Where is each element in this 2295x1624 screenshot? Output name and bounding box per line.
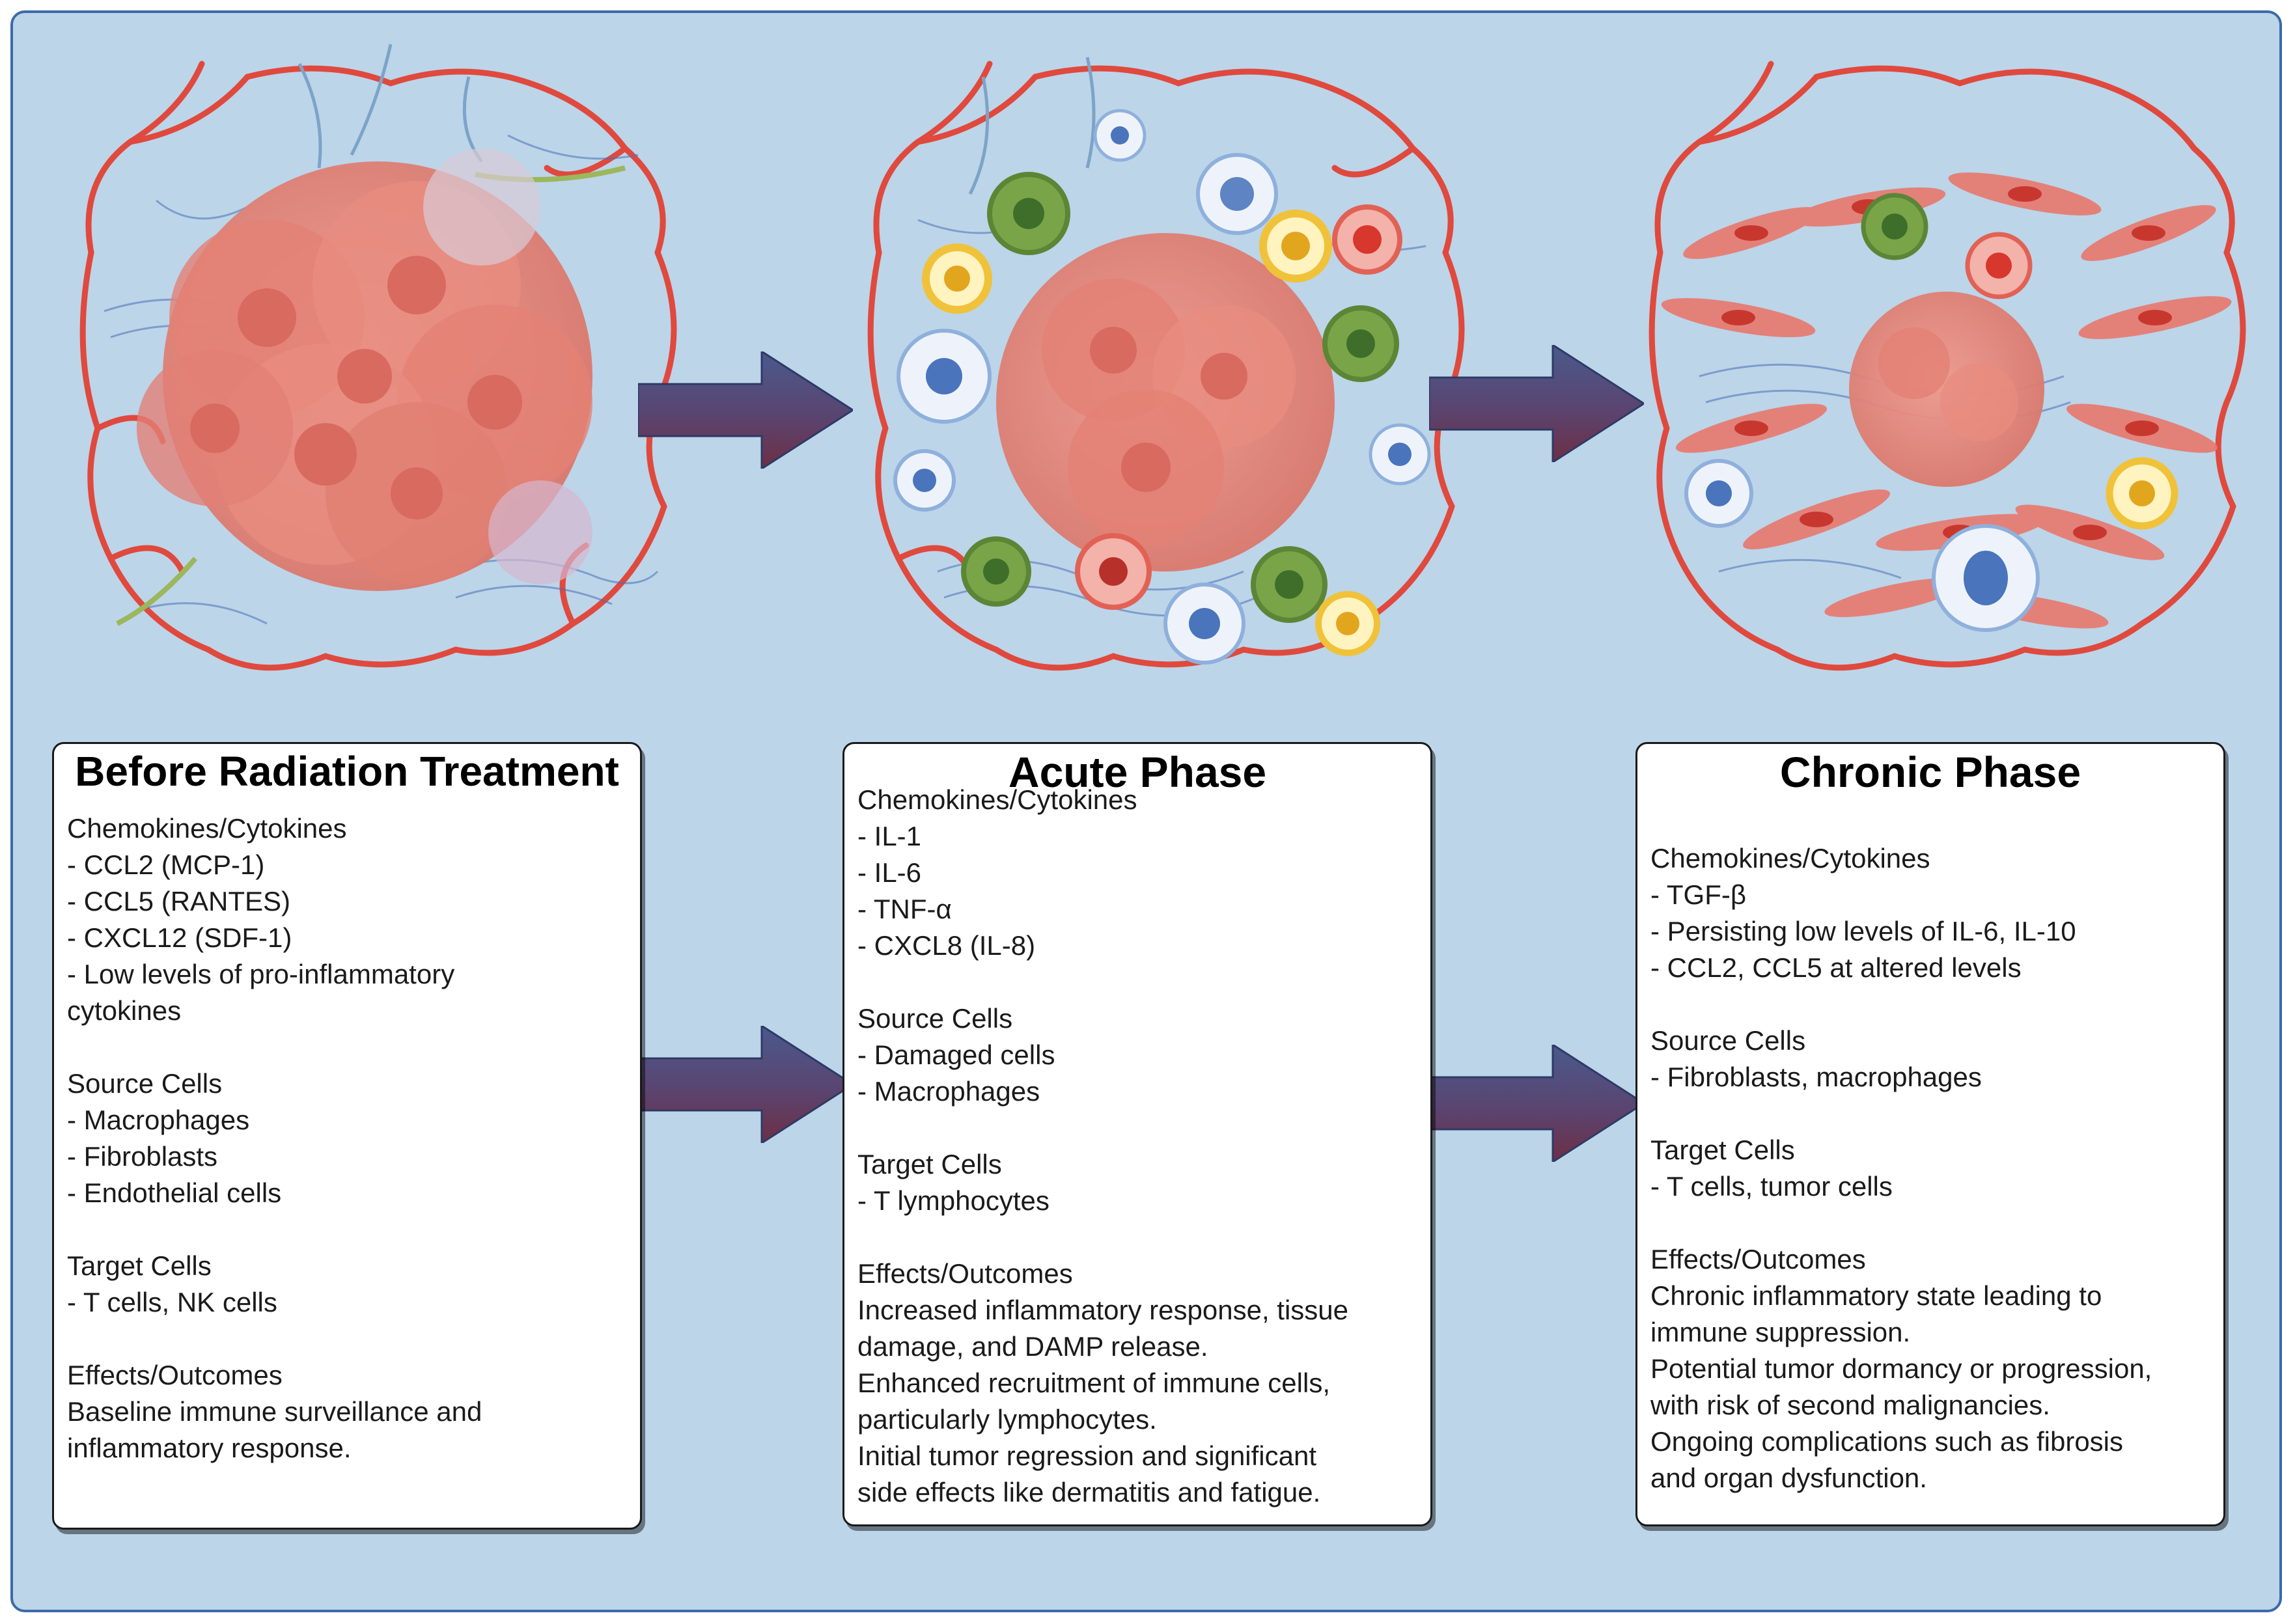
immune-cells xyxy=(1684,193,2178,632)
arrow-before-to-acute-bottom xyxy=(638,1026,853,1143)
section-line: - CCL5 (RANTES) xyxy=(67,886,291,916)
section-line: and organ dysfunction. xyxy=(1650,1463,1927,1493)
section-line: - CXCL12 (SDF-1) xyxy=(67,922,292,953)
blood-vessels xyxy=(1648,61,2246,671)
nerve-fibers xyxy=(968,57,1096,195)
section-chemokines: Chemokines/Cytokines - IL-1 - IL-6 - TNF… xyxy=(857,782,1419,964)
section-line: - CCL2, CCL5 at altered levels xyxy=(1650,952,2022,983)
section-line: - T cells, NK cells xyxy=(67,1287,277,1317)
panel-before-radiation: Before Radiation Treatment Chemokines/Cy… xyxy=(52,742,642,1530)
section-target-cells: Target Cells - T cells, NK cells xyxy=(67,1248,628,1321)
section-line: - TGF-β xyxy=(1650,879,1747,910)
section-line: damage, and DAMP release. xyxy=(857,1331,1208,1362)
section-line: - CCL2 (MCP-1) xyxy=(67,849,265,880)
section-heading: Source Cells xyxy=(67,1068,223,1099)
panel-body: Chemokines/Cytokines - IL-1 - IL-6 - TNF… xyxy=(857,782,1419,1547)
section-line: - Macrophages xyxy=(857,1076,1040,1107)
tumor-mass xyxy=(1849,292,2044,487)
section-heading: Effects/Outcomes xyxy=(857,1258,1073,1289)
section-chemokines: Chemokines/Cytokines - CCL2 (MCP-1) - CC… xyxy=(67,810,628,1029)
section-effects: Effects/Outcomes Baseline immune surveil… xyxy=(67,1357,628,1466)
section-chemokines: Chemokines/Cytokines - TGF-β - Persistin… xyxy=(1650,840,2212,986)
section-heading: Source Cells xyxy=(1650,1025,1806,1056)
section-heading: Effects/Outcomes xyxy=(1650,1244,1866,1274)
section-line: Baseline immune surveillance and xyxy=(67,1396,482,1427)
fibroblast-nuclei xyxy=(1721,186,2172,540)
section-line: cytokines xyxy=(67,995,182,1026)
section-line: - Persisting low levels of IL-6, IL-10 xyxy=(1650,916,2076,946)
section-line: particularly lymphocytes. xyxy=(857,1404,1157,1435)
section-heading: Target Cells xyxy=(857,1149,1002,1179)
section-line: - Low levels of pro-inflammatory xyxy=(67,959,455,989)
panel-body: Chemokines/Cytokines - TGF-β - Persistin… xyxy=(1650,840,2212,1533)
section-line: Enhanced recruitment of immune cells, xyxy=(857,1368,1330,1398)
section-source-cells: Source Cells - Damaged cells - Macrophag… xyxy=(857,1000,1419,1110)
section-heading: Chemokines/Cytokines xyxy=(67,813,347,844)
section-line: Increased inflammatory response, tissue xyxy=(857,1295,1349,1325)
section-line: - T cells, tumor cells xyxy=(1650,1171,1893,1202)
panel-chronic-phase: Chronic Phase Chemokines/Cytokines - TGF… xyxy=(1635,742,2225,1526)
section-line: - CXCL8 (IL-8) xyxy=(857,930,1036,961)
tumor-mass xyxy=(996,233,1335,571)
nerve-fibers xyxy=(298,44,483,169)
section-heading: Target Cells xyxy=(1650,1135,1795,1165)
illustration-chronic-phase xyxy=(1648,61,2246,671)
section-line: - Macrophages xyxy=(67,1105,250,1135)
section-target-cells: Target Cells - T cells, tumor cells xyxy=(1650,1132,2212,1205)
section-line: Chronic inflammatory state leading to xyxy=(1650,1280,2102,1311)
section-line: side effects like dermatitis and fatigue… xyxy=(857,1477,1321,1507)
panel-body: Chemokines/Cytokines - CCL2 (MCP-1) - CC… xyxy=(67,810,628,1503)
section-heading: Chemokines/Cytokines xyxy=(857,784,1137,815)
section-line: - Damaged cells xyxy=(857,1039,1055,1070)
illustration-before-radiation xyxy=(79,44,677,671)
section-heading: Source Cells xyxy=(857,1003,1013,1034)
immune-cells xyxy=(893,109,1431,665)
section-line: - TNF-α xyxy=(857,894,952,924)
section-line: inflammatory response. xyxy=(67,1433,352,1463)
section-line: - Fibroblasts xyxy=(67,1141,218,1172)
section-heading: Chemokines/Cytokines xyxy=(1650,843,1930,874)
section-line: - IL-6 xyxy=(857,857,922,888)
section-heading: Effects/Outcomes xyxy=(67,1360,283,1390)
panel-title: Acute Phase xyxy=(1008,748,1267,796)
section-line: Initial tumor regression and significant xyxy=(857,1440,1317,1471)
section-target-cells: Target Cells - T lymphocytes xyxy=(857,1146,1419,1219)
section-line: with risk of second malignancies. xyxy=(1650,1390,2050,1420)
section-source-cells: Source Cells - Macrophages - Fibroblasts… xyxy=(67,1066,628,1211)
panel-title: Chronic Phase xyxy=(1779,748,2081,796)
panel-acute-phase: Acute Phase Chemokines/Cytokines - IL-1 … xyxy=(842,742,1432,1526)
arrow-acute-to-chronic-bottom xyxy=(1429,1045,1644,1162)
tumor-mass xyxy=(137,148,592,591)
arrow-acute-to-chronic-top xyxy=(1429,345,1644,462)
section-effects: Effects/Outcomes Increased inflammatory … xyxy=(857,1256,1419,1511)
section-line: Potential tumor dormancy or progression, xyxy=(1650,1353,2152,1384)
section-line: immune suppression. xyxy=(1650,1317,1911,1347)
arrow-before-to-acute-top xyxy=(638,351,853,469)
panel-title: Before Radiation Treatment xyxy=(75,748,619,795)
section-source-cells: Source Cells - Fibroblasts, macrophages xyxy=(1650,1023,2212,1095)
section-line: - IL-1 xyxy=(857,821,922,851)
section-effects: Effects/Outcomes Chronic inflammatory st… xyxy=(1650,1241,2212,1496)
section-line: - T lymphocytes xyxy=(857,1185,1050,1216)
section-line: Ongoing complications such as fibrosis xyxy=(1650,1426,2124,1457)
section-line: - Endothelial cells xyxy=(67,1177,282,1208)
section-line: - Fibroblasts, macrophages xyxy=(1650,1062,1982,1092)
section-heading: Target Cells xyxy=(67,1250,212,1281)
illustration-acute-phase xyxy=(867,57,1465,671)
